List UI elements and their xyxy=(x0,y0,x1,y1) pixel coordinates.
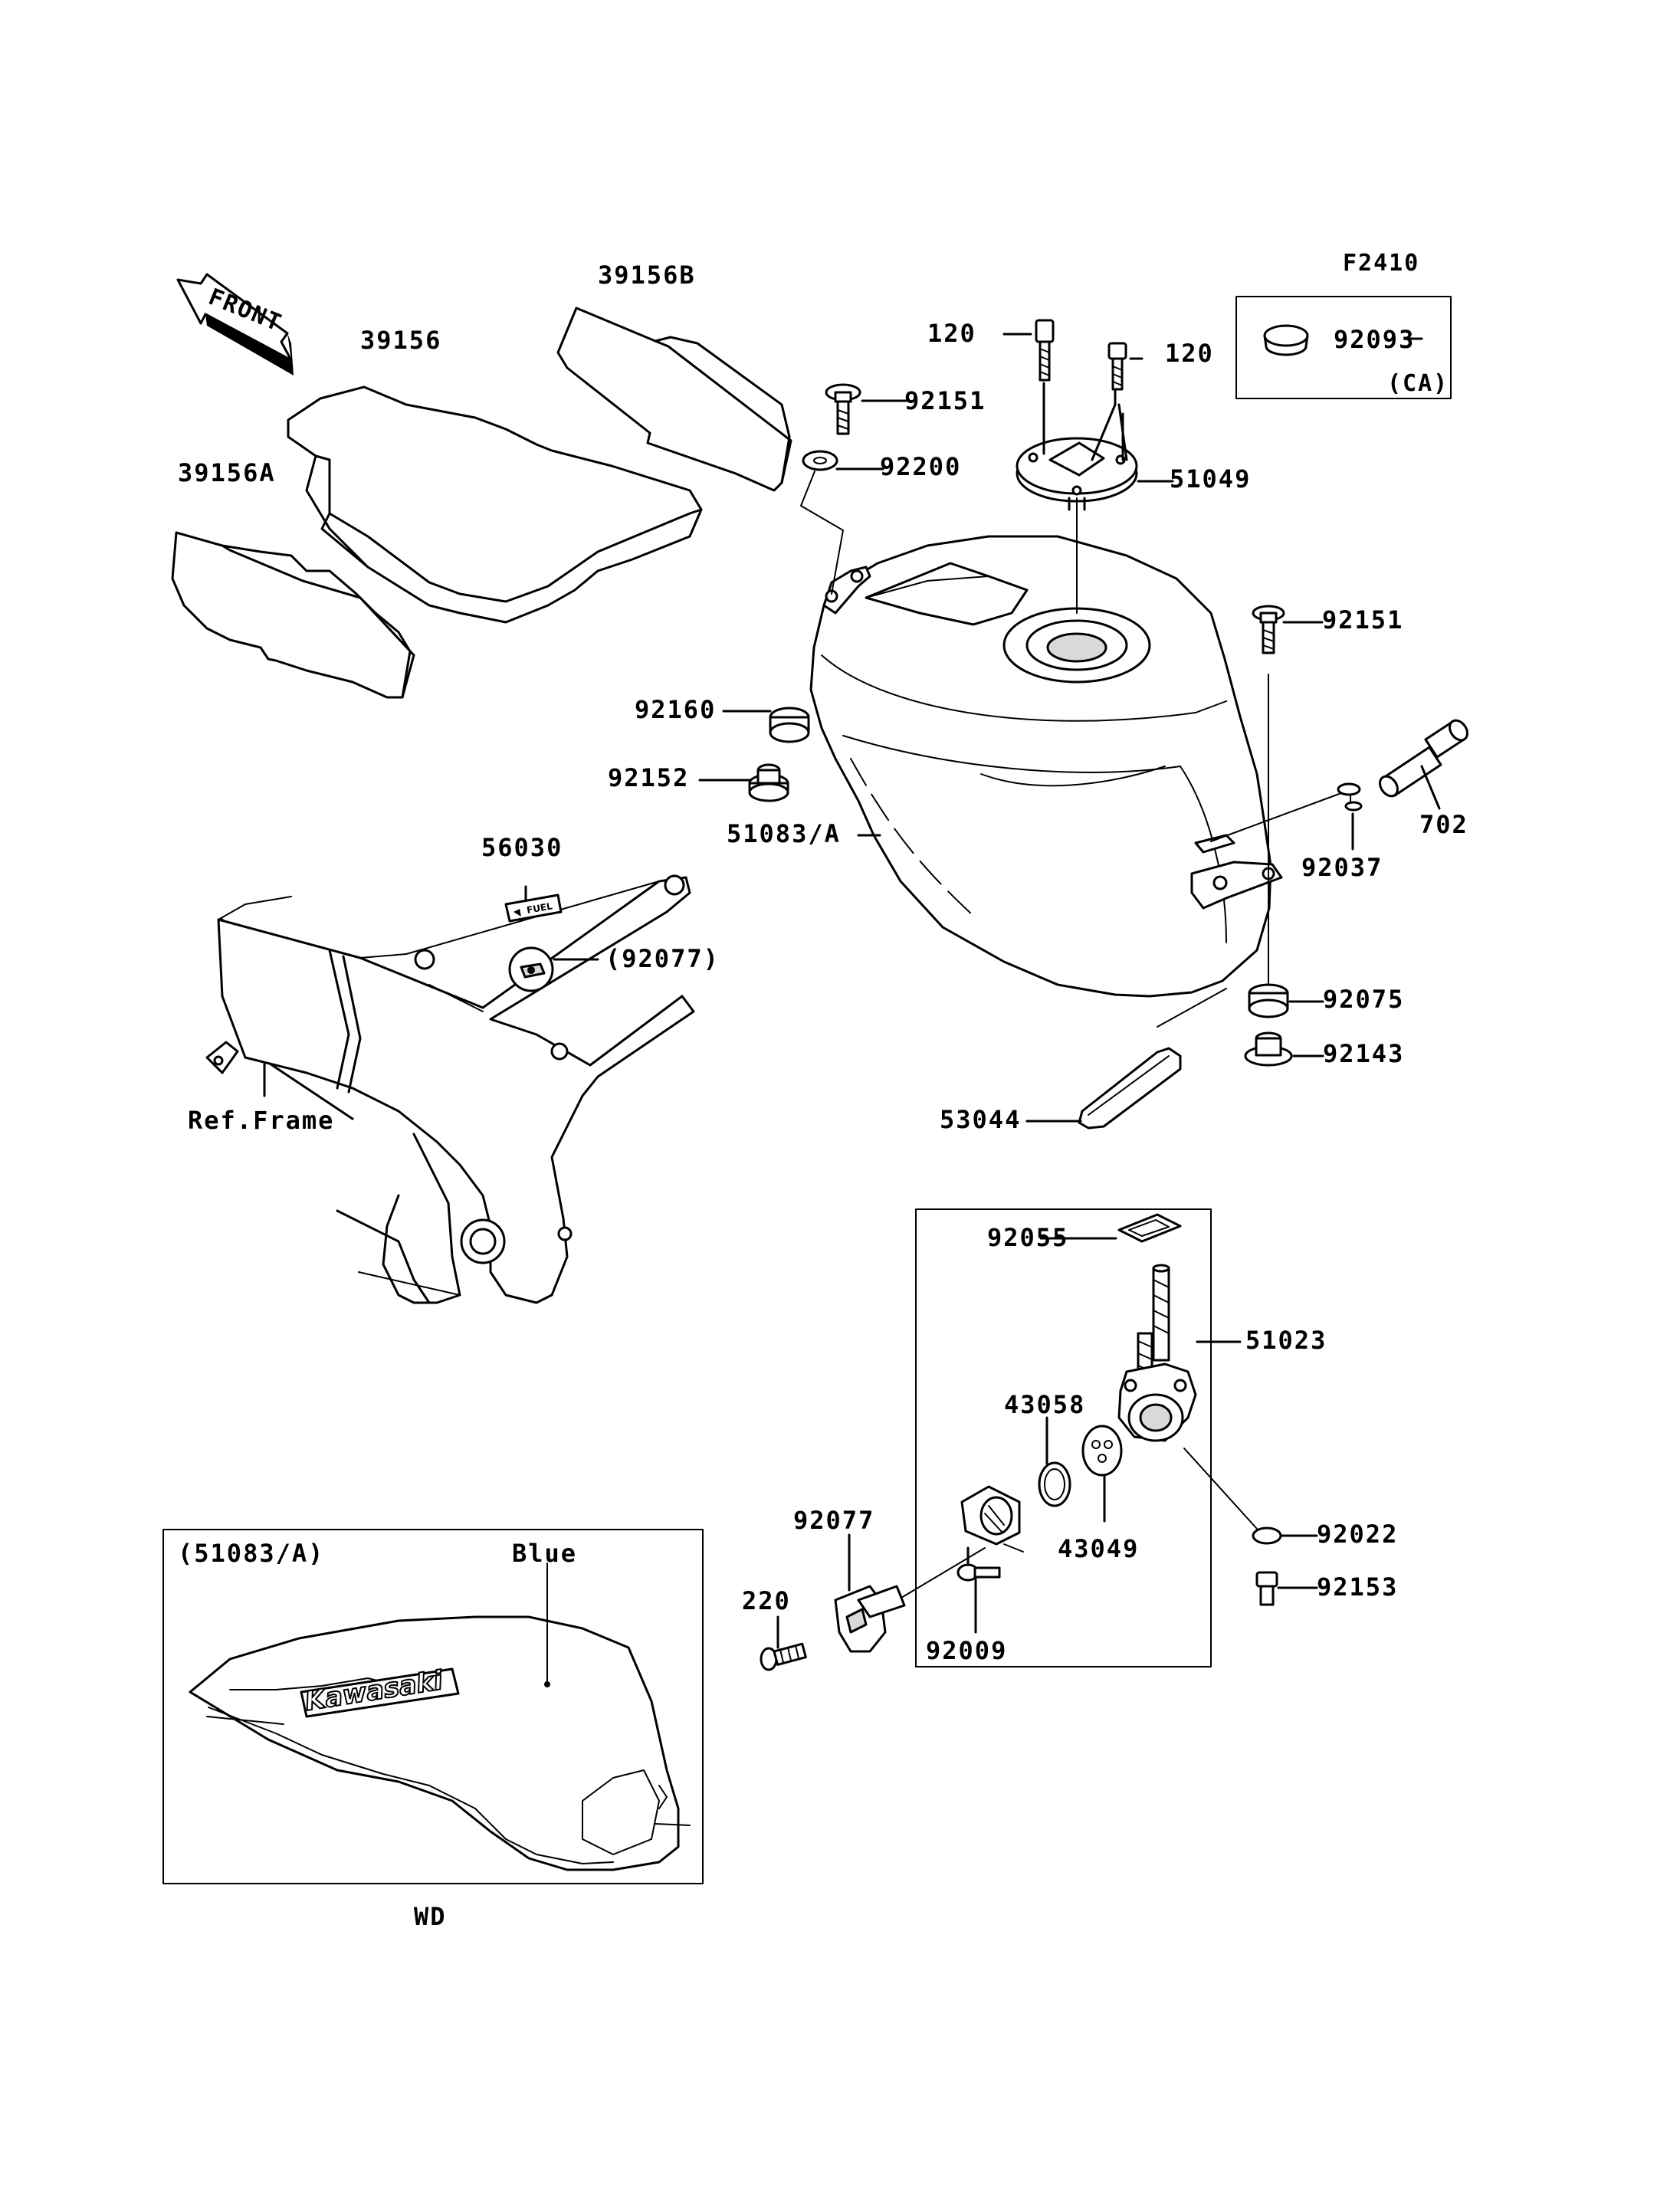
leader-lines-tank xyxy=(698,333,1441,1123)
washer-92200 xyxy=(802,450,838,471)
collar-92143 xyxy=(1244,1031,1293,1067)
callout-92077: 92077 xyxy=(793,1506,874,1535)
front-arrow-icon: FRONT xyxy=(176,273,294,375)
fuel-tank xyxy=(809,535,1283,998)
callout-92152: 92152 xyxy=(608,763,689,792)
callout-51049: 51049 xyxy=(1170,464,1251,494)
pad-39156b xyxy=(556,307,792,492)
bolt-120-right xyxy=(1107,342,1127,391)
screw-220 xyxy=(760,1642,807,1671)
ref-frame: FUEL xyxy=(205,874,695,1304)
bolt-92153 xyxy=(1255,1571,1278,1606)
callout-43058: 43058 xyxy=(1004,1390,1085,1419)
callout-39156b: 39156B xyxy=(598,261,696,290)
callout-92151-right: 92151 xyxy=(1322,605,1403,635)
callout-51023: 51023 xyxy=(1245,1326,1327,1355)
damper-92075 xyxy=(1248,983,1289,1018)
callout-ref-frame: Ref.Frame xyxy=(188,1106,334,1135)
callout-53044: 53044 xyxy=(940,1105,1021,1134)
washer-92022 xyxy=(1252,1526,1282,1545)
leader-lines-cock xyxy=(776,1237,1318,1649)
gasket-92055 xyxy=(1117,1213,1182,1243)
callout-43049: 43049 xyxy=(1058,1534,1139,1563)
callouts: 39156B 39156 39156A 120 120 92093 92151 … xyxy=(178,261,1468,1931)
callout-39156: 39156 xyxy=(360,326,441,355)
fuel-cock-body xyxy=(1117,1264,1197,1442)
bolt-120-left xyxy=(1035,319,1055,382)
bolt-92151-right xyxy=(1252,605,1285,654)
strap-guide-line xyxy=(1157,988,1227,1028)
inset-variant-code: WD xyxy=(414,1902,447,1931)
callout-120-left: 120 xyxy=(927,319,976,348)
callout-92153: 92153 xyxy=(1317,1572,1398,1602)
callout-39156a: 39156A xyxy=(178,458,276,487)
pad-39156 xyxy=(287,385,703,624)
callout-92200: 92200 xyxy=(880,452,961,481)
oring-43058-inner xyxy=(1044,1468,1065,1500)
lever-plate xyxy=(960,1485,1021,1546)
damper-92160 xyxy=(769,707,810,743)
lever-knob-92077 xyxy=(834,1585,906,1653)
callout-92093: 92093 xyxy=(1334,325,1415,354)
callout-92151-top: 92151 xyxy=(904,386,986,415)
bolt-92151-top xyxy=(825,383,861,435)
callout-92143: 92143 xyxy=(1323,1039,1404,1068)
fuel-cock-box xyxy=(915,1208,1212,1667)
fuel-cap xyxy=(1016,437,1138,511)
inset-variant-color: Blue xyxy=(512,1539,577,1568)
callout-92037: 92037 xyxy=(1301,853,1383,882)
callout-92075: 92075 xyxy=(1323,985,1404,1014)
callout-92022: 92022 xyxy=(1317,1520,1398,1549)
callout-56030: 56030 xyxy=(481,833,563,862)
fuel-decal-text: FUEL xyxy=(526,900,553,916)
hose-702 xyxy=(1379,719,1468,798)
callout-51083a: 51083/A xyxy=(727,819,841,848)
vent-tube-line xyxy=(1210,792,1342,842)
clip-92037 xyxy=(1337,782,1363,812)
gasket-43049 xyxy=(1081,1425,1123,1477)
variant-inset: Kawasaki xyxy=(162,1529,704,1884)
callout-92055: 92055 xyxy=(987,1223,1068,1252)
callout-220: 220 xyxy=(742,1586,791,1615)
callout-92009: 92009 xyxy=(926,1636,1007,1665)
figure-code: F2410 xyxy=(1343,250,1419,277)
callout-702: 702 xyxy=(1419,810,1468,839)
callout-92077-ref: (92077) xyxy=(605,944,720,973)
callout-92160: 92160 xyxy=(635,695,716,724)
collar-92152 xyxy=(748,763,789,802)
inset-ca-note: (CA) xyxy=(1387,370,1449,397)
inset-ca: (CA) xyxy=(1235,296,1452,399)
washer-92200-hole xyxy=(813,457,827,464)
screw-92009 xyxy=(956,1563,1001,1582)
inset-variant-title: (51083/A) xyxy=(178,1539,324,1568)
callout-120-right: 120 xyxy=(1165,339,1214,368)
pad-39156a xyxy=(171,531,415,699)
strap-53044 xyxy=(1078,1047,1182,1130)
